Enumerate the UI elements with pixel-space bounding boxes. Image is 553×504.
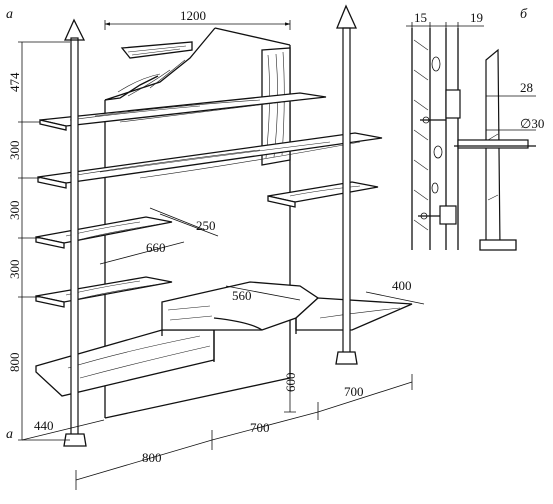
dim-400: 400 bbox=[392, 278, 412, 293]
desk-top bbox=[35, 281, 413, 397]
dim-15: 15 bbox=[414, 10, 427, 25]
left-vertical-dimensions: 474 300 300 300 800 bbox=[7, 41, 70, 441]
dim-1200: 1200 bbox=[180, 8, 206, 23]
dim-300c: 300 bbox=[7, 260, 22, 280]
panel-label-a: а bbox=[6, 7, 13, 22]
panel-label-b: б bbox=[520, 7, 528, 22]
dim-800-bottom: 800 bbox=[142, 450, 162, 465]
dim-600: 600 bbox=[283, 373, 298, 393]
dim-700b: 700 bbox=[344, 384, 364, 399]
dim-30: ∅30 bbox=[520, 116, 544, 131]
dim-474: 474 bbox=[7, 72, 22, 92]
dim-300a: 300 bbox=[7, 141, 22, 161]
detail-dimensions: 15 19 28 ∅30 bbox=[406, 10, 544, 131]
shelf-dimensions: 250 660 bbox=[99, 207, 219, 265]
shelf-4 bbox=[35, 276, 173, 308]
dim-660: 660 bbox=[146, 240, 166, 255]
top-width-dimension: 1200 bbox=[104, 8, 291, 30]
dim-250: 250 bbox=[196, 218, 216, 233]
post-left bbox=[63, 18, 87, 447]
dim-28: 28 bbox=[520, 80, 533, 95]
dim-300b: 300 bbox=[7, 201, 22, 221]
post-right bbox=[335, 4, 358, 365]
shelf-2 bbox=[37, 132, 383, 189]
dim-440: 440 bbox=[34, 418, 54, 433]
bottom-dimensions: 440 800 700 700 bbox=[21, 374, 413, 490]
detail-wall bbox=[411, 28, 459, 250]
panel-label-a-bottom: а bbox=[6, 427, 13, 442]
shelf-right-small bbox=[267, 181, 379, 208]
shelf-1 bbox=[39, 92, 327, 131]
dim-19: 19 bbox=[470, 10, 483, 25]
detail-bracket bbox=[418, 89, 536, 225]
detail-post bbox=[479, 48, 517, 251]
desk-dimensions: 560 400 600 bbox=[225, 278, 425, 413]
dim-800-height: 800 bbox=[7, 353, 22, 373]
dim-560: 560 bbox=[232, 288, 252, 303]
dim-700a: 700 bbox=[250, 420, 270, 435]
